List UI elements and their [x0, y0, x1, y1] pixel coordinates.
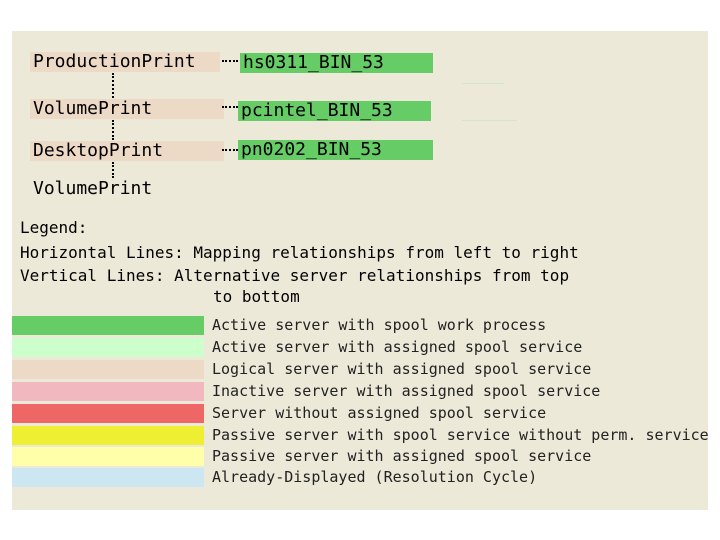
alternative-line: [112, 162, 114, 178]
legend-vertical: Vertical Lines: Alternative server relat…: [20, 266, 570, 285]
node-volume-print-alt[interactable]: VolumePrint: [33, 178, 153, 199]
legend-horizontal: Horizontal Lines: Mapping relationships …: [20, 243, 579, 262]
diagram-panel: ProductionPrint hs0311_BIN_53 VolumePrin…: [12, 31, 708, 510]
faint-line: [462, 120, 517, 121]
legend-vertical-cont: to bottom: [213, 287, 300, 306]
legend-swatch: [12, 382, 204, 401]
node-production-print[interactable]: ProductionPrint: [30, 52, 220, 72]
legend-swatch: [12, 426, 204, 445]
legend-item-label: Passive server with spool service withou…: [212, 426, 708, 444]
legend-swatch: [12, 338, 204, 357]
legend-swatch: [12, 316, 204, 335]
legend-item-label: Logical server with assigned spool servi…: [212, 360, 592, 378]
legend-item-label: Inactive server with assigned spool serv…: [212, 382, 601, 400]
legend-item-label: Active server with spool work process: [212, 316, 547, 334]
node-desktop-print[interactable]: DesktopPrint: [30, 141, 224, 161]
legend-item-label: Server without assigned spool service: [212, 404, 547, 422]
node-pn0202[interactable]: pn0202_BIN_53: [238, 140, 433, 160]
legend-swatch: [12, 468, 204, 487]
node-hs0311[interactable]: hs0311_BIN_53: [240, 53, 433, 73]
legend-swatch: [12, 360, 204, 379]
alternative-line: [112, 120, 114, 140]
legend-title: Legend:: [20, 218, 88, 237]
legend-item-label: Already-Displayed (Resolution Cycle): [212, 468, 538, 486]
mapping-line: [222, 106, 238, 108]
node-volume-print[interactable]: VolumePrint: [30, 99, 224, 119]
mapping-line: [222, 60, 238, 62]
node-pcintel[interactable]: pcintel_BIN_53: [238, 101, 431, 121]
legend-swatch: [12, 447, 204, 466]
legend-swatch: [12, 404, 204, 423]
faint-line: [462, 83, 504, 84]
alternative-line: [112, 73, 114, 98]
legend-item-label: Active server with assigned spool servic…: [212, 338, 583, 356]
mapping-line: [222, 149, 238, 151]
legend-item-label: Passive server with assigned spool servi…: [212, 447, 592, 465]
